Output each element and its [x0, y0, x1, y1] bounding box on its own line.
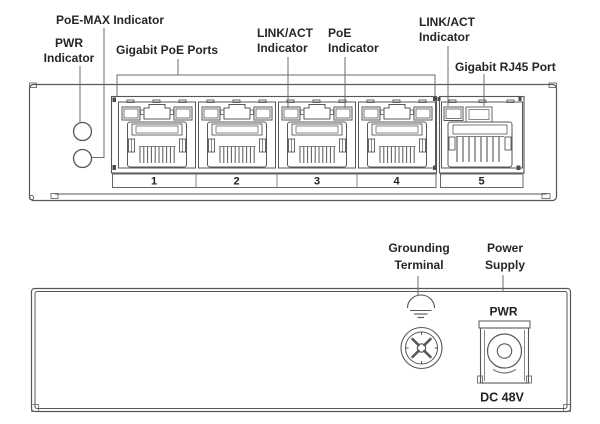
power-supply-label: Power Supply — [484, 241, 525, 272]
poe-port-2 — [198, 99, 276, 169]
pwr-port-label: PWR — [490, 305, 518, 319]
link-act-indicator-right-label: LINK/ACT Indicator — [419, 15, 475, 44]
front-leader-lines — [79, 28, 485, 158]
gigabit-rj45-port-5 — [440, 99, 524, 169]
power-jack — [477, 320, 532, 384]
gigabit-poe-ports-label: Gigabit PoE Ports — [116, 43, 219, 57]
port-number-4: 4 — [393, 176, 400, 188]
port-number-strip — [112, 173, 524, 188]
poe-max-indicator-leader — [92, 28, 105, 158]
port-number-5: 5 — [478, 176, 484, 188]
rear-panel-chassis — [30, 287, 572, 413]
front-panel-chassis — [28, 82, 558, 202]
port-number-3: 3 — [314, 176, 320, 188]
poe-port-4 — [358, 99, 436, 169]
link-act-indicator-left-label: LINK/ACT Indicator — [257, 26, 313, 55]
poe-indicator-label: PoE Indicator — [328, 26, 379, 55]
poe-max-indicator-led — [72, 148, 93, 169]
grounding-screw — [400, 326, 443, 370]
grounding-symbol — [406, 294, 436, 319]
port-number-1: 1 — [151, 176, 157, 188]
rear-leader-lines — [417, 275, 504, 295]
poe-ports-group — [110, 95, 525, 174]
pwr-indicator-led — [72, 121, 93, 142]
poe-max-indicator-label: PoE-MAX Indicator — [56, 13, 165, 27]
dc-voltage-label: DC 48V — [480, 391, 524, 405]
pwr-indicator-label: PWR Indicator — [43, 36, 95, 65]
gigabit-poe-ports-bracket — [116, 59, 436, 96]
port-number-2: 2 — [233, 176, 239, 188]
grounding-terminal-label: Grounding Terminal — [388, 241, 450, 272]
gigabit-rj45-port-label: Gigabit RJ45 Port — [455, 60, 556, 74]
poe-port-3 — [278, 99, 356, 169]
poe-port-1 — [118, 99, 196, 169]
